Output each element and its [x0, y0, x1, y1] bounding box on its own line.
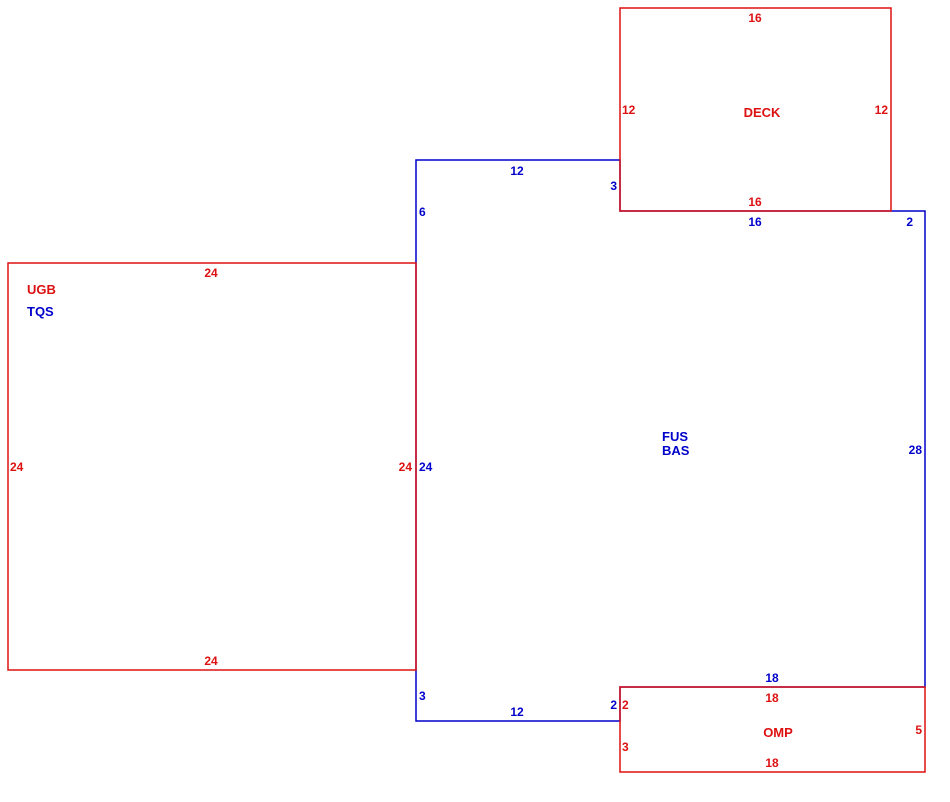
garage-left-dimension: 24 — [10, 460, 24, 474]
main-left-lower-dimension: 24 — [419, 460, 433, 474]
main-step-bottom-dimension: 2 — [610, 698, 617, 712]
main-top-left-dimension: 12 — [510, 164, 524, 178]
garage-top-dimension: 24 — [204, 266, 218, 280]
main-area-code-1: FUS — [662, 429, 688, 444]
garage-bottom-dimension: 24 — [204, 654, 218, 668]
porch-left-top-dimension: 2 — [622, 698, 629, 712]
deck-top-dimension: 16 — [748, 11, 762, 25]
main-area-code-2: BAS — [662, 443, 690, 458]
main-left-bottom-dimension: 3 — [419, 689, 426, 703]
garage-area-code-2: TQS — [27, 304, 54, 319]
deck-bottom-dimension: 16 — [748, 195, 762, 209]
garage-area-code-1: UGB — [27, 282, 56, 297]
main-right-dimension: 28 — [909, 443, 923, 457]
garage-outline[interactable] — [7, 262, 417, 671]
deck-left-dimension: 12 — [622, 103, 636, 117]
deck-outline[interactable] — [619, 7, 892, 212]
main-step-top-dimension: 3 — [610, 179, 617, 193]
deck-area-label: DECK — [744, 105, 781, 120]
porch-outline[interactable] — [619, 686, 926, 773]
main-left-upper-dimension: 6 — [419, 205, 426, 219]
porch-left-bottom-dimension: 3 — [622, 740, 629, 754]
porch-area-label: OMP — [763, 725, 793, 740]
deck-right-dimension: 12 — [875, 103, 889, 117]
main-bottom-dimension: 12 — [510, 705, 524, 719]
main-bottom-step-dimension: 18 — [765, 671, 779, 685]
main-corner-right-dimension: 2 — [906, 215, 913, 229]
porch-right-dimension: 5 — [915, 723, 922, 737]
porch-bottom-dimension: 18 — [765, 756, 779, 770]
main-top-right-dimension: 16 — [748, 215, 762, 229]
garage-right-dimension: 24 — [399, 460, 413, 474]
porch-top-dimension: 18 — [765, 691, 779, 705]
